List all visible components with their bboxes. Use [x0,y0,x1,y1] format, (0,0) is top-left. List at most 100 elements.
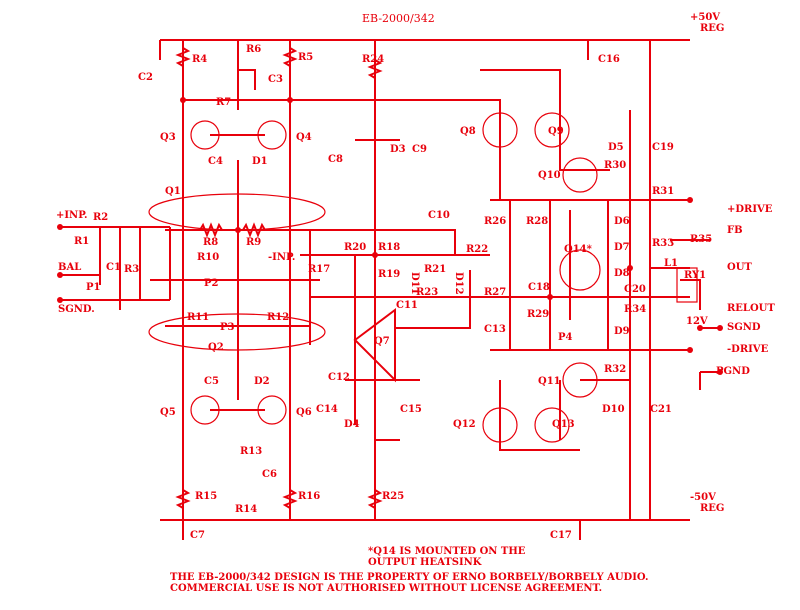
label-r18: R18 [378,242,400,253]
terminal-sgnd-right: SGND [727,322,761,333]
label-d6: D6 [614,216,630,227]
label-q13: Q13 [552,419,575,430]
label-d5: D5 [608,142,624,153]
pos-rail-sub: REG [700,23,724,34]
terminal-pgnd: PGND [716,366,750,377]
label-c7: C7 [190,530,205,541]
terminal-neg-drive: -DRIVE [727,344,769,355]
label-c21: C21 [650,404,672,415]
label-r13: R13 [240,446,262,457]
label-r26: R26 [484,216,506,227]
label-r32: R32 [604,364,626,375]
label-q7: Q7 [374,336,390,347]
label-r15: R15 [195,491,217,502]
pos-rail-label: +50V [690,12,720,23]
label-c1: C1 [106,262,121,273]
copyright-note: THE EB-2000/342 DESIGN IS THE PROPERTY O… [170,572,649,594]
label-r14: R14 [235,504,257,515]
label-r31: R31 [652,186,674,197]
label-r17: R17 [308,264,330,275]
label-q14: Q14* [564,244,593,255]
label-c4: C4 [208,156,223,167]
label-d3: D3 [390,144,406,155]
terminal-fb: FB [727,225,743,236]
label-c2: C2 [138,72,153,83]
label-q9: Q9 [548,126,564,137]
label-c8: C8 [328,154,343,165]
schematic-title: EB-2000/342 [362,12,435,25]
label-q5: Q5 [160,407,176,418]
label-q10: Q10 [538,170,561,181]
label-d10: D10 [602,404,625,415]
q14-note: *Q14 IS MOUNTED ON THE OUTPUT HEATSINK [368,546,526,568]
label-q3: Q3 [160,132,176,143]
label-c19: C19 [652,142,674,153]
label-r19: R19 [378,269,400,280]
label-c14: C14 [316,404,338,415]
label-c3: C3 [268,74,283,85]
label-d7: D7 [614,242,630,253]
label-q4: Q4 [296,132,312,143]
label-r11: R11 [187,312,209,323]
label-d4: D4 [344,419,360,430]
terminal-relout: RELOUT [727,303,775,314]
label-r30: R30 [604,160,626,171]
label-c16: C16 [598,54,620,65]
label-r4: R4 [192,54,207,65]
label-r29: R29 [527,309,549,320]
terminal-neg-inp: -INP. [268,252,295,263]
label-p4: P4 [558,332,573,343]
label-12v: 12V [686,316,708,327]
label-r21: R21 [424,264,446,275]
label-c20: C20 [624,284,646,295]
neg-rail-sub: REG [700,503,724,514]
terminal-pos-drive: +DRIVE [727,204,773,215]
label-ry1: RY1 [684,270,706,281]
terminal-out: OUT [727,262,752,273]
label-r3: R3 [124,264,139,275]
label-r8: R8 [203,237,218,248]
label-r33: R33 [652,238,674,249]
label-r28: R28 [526,216,548,227]
label-d1: D1 [252,156,268,167]
label-c9: C9 [412,144,427,155]
terminal-sgnd-left: SGND. [58,304,95,315]
terminal-pos-inp: +INP. [56,210,88,221]
label-c5: C5 [204,376,219,387]
label-r7: R7 [216,97,231,108]
label-r16: R16 [298,491,320,502]
label-q1: Q1 [165,186,181,197]
label-d11: D11 [409,272,420,295]
label-p2: P2 [204,278,219,289]
label-r5: R5 [298,52,313,63]
label-q8: Q8 [460,126,476,137]
label-d8: D8 [614,268,630,279]
label-r12: R12 [267,312,289,323]
label-d12: D12 [453,272,464,295]
terminal-bal: BAL [58,262,81,273]
label-r34: R34 [624,304,646,315]
label-c10: C10 [428,210,450,221]
wires [57,39,723,540]
label-d9: D9 [614,326,630,337]
neg-rail-label: -50V [690,492,716,503]
label-c11: C11 [396,300,418,311]
label-l1: L1 [664,258,678,269]
label-c6: C6 [262,469,277,480]
label-r1: R1 [74,236,89,247]
label-r10: R10 [197,252,219,263]
label-q12: Q12 [453,419,476,430]
label-c15: C15 [400,404,422,415]
label-d2: D2 [254,376,270,387]
label-c18: C18 [528,282,550,293]
label-r27: R27 [484,287,506,298]
label-r2: R2 [93,212,108,223]
label-q2: Q2 [208,342,224,353]
label-r24: R24 [362,54,384,65]
label-r9: R9 [246,237,261,248]
label-q11: Q11 [538,376,561,387]
label-c12: C12 [328,372,350,383]
